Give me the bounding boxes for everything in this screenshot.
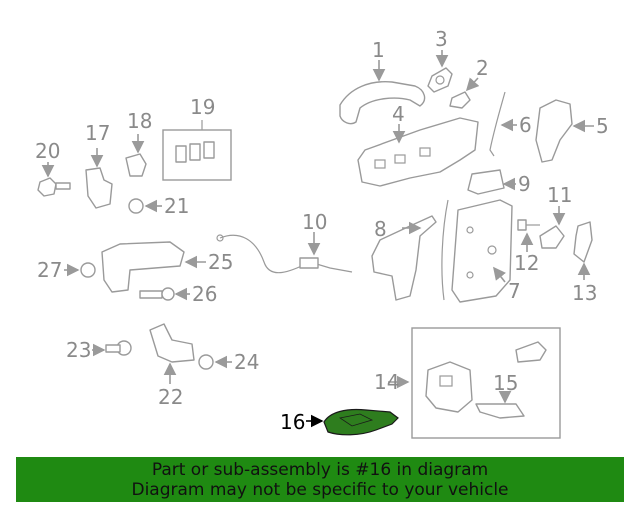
part-14-assembly-box: 14 xyxy=(374,327,561,439)
label-8: 8 xyxy=(374,217,387,241)
label-15: 15 xyxy=(493,371,518,395)
part-19-pads-box: 19 xyxy=(162,95,232,181)
label-5: 5 xyxy=(596,114,609,138)
part-16-key-fob-highlighted: 16 xyxy=(280,408,399,436)
part-21-nut: 21 xyxy=(128,194,189,218)
label-10: 10 xyxy=(302,210,327,234)
label-17: 17 xyxy=(85,121,110,145)
label-19: 19 xyxy=(190,95,215,119)
part-20-bolt: 20 xyxy=(35,139,71,197)
label-25: 25 xyxy=(208,250,233,274)
part-13-spacer: 13 xyxy=(572,221,597,305)
label-18: 18 xyxy=(127,109,152,133)
label-16: 16 xyxy=(280,410,305,434)
part-7-latch: 7 xyxy=(441,199,521,303)
part-18-clip: 18 xyxy=(125,109,152,177)
part-23-bolt: 23 xyxy=(66,338,132,362)
part-24-nut: 24 xyxy=(198,350,259,374)
label-9: 9 xyxy=(518,172,531,196)
part-17-bracket: 17 xyxy=(85,121,113,209)
part-2-cap: 2 xyxy=(449,56,489,109)
banner-line-2: Diagram may not be specific to your vehi… xyxy=(131,480,509,500)
part-4-handle-bracket: 4 xyxy=(357,102,479,187)
label-4: 4 xyxy=(392,102,405,126)
part-15-key-blade: 15 xyxy=(475,371,525,419)
parts-diagram: 1 2 3 4 5 6 9 xyxy=(35,27,609,439)
label-27: 27 xyxy=(37,258,62,282)
banner-line-1: Part or sub-assembly is #16 in diagram xyxy=(151,460,489,480)
label-6: 6 xyxy=(519,113,532,137)
label-3: 3 xyxy=(435,27,448,51)
part-27-nut: 27 xyxy=(37,258,96,282)
part-1-outside-handle: 1 xyxy=(339,38,426,125)
part-22-hinge: 22 xyxy=(149,323,195,409)
part-3-cylinder-cover: 3 xyxy=(427,27,453,93)
part-8-bracket: 8 xyxy=(371,215,437,301)
label-26: 26 xyxy=(192,282,217,306)
part-26-bolt: 26 xyxy=(139,282,217,306)
label-13: 13 xyxy=(572,281,597,305)
label-7: 7 xyxy=(508,279,521,303)
label-24: 24 xyxy=(234,350,259,374)
label-20: 20 xyxy=(35,139,60,163)
label-1: 1 xyxy=(372,38,385,62)
part-6-rod: 6 xyxy=(489,91,532,157)
label-12: 12 xyxy=(514,251,539,275)
part-5-bracket: 5 xyxy=(535,99,609,163)
part-12-bolt: 12 xyxy=(514,219,540,275)
label-2: 2 xyxy=(476,56,489,80)
label-22: 22 xyxy=(158,385,183,409)
label-14: 14 xyxy=(374,370,399,394)
label-23: 23 xyxy=(66,338,91,362)
info-banner: Part or sub-assembly is #16 in diagram D… xyxy=(16,457,624,502)
part-25-check-strap: 25 xyxy=(101,241,233,293)
part-9-bracket: 9 xyxy=(467,169,531,196)
part-10-cable: 10 xyxy=(216,210,353,274)
label-11: 11 xyxy=(547,183,572,207)
part-11-striker: 11 xyxy=(539,183,572,249)
label-21: 21 xyxy=(164,194,189,218)
